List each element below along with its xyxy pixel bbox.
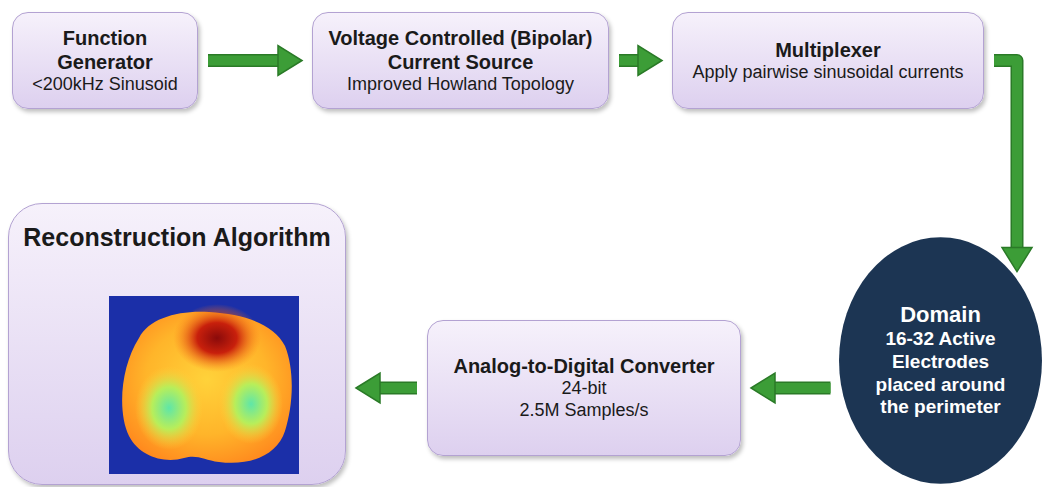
reconstruction-image (109, 296, 299, 474)
flow-arrow (619, 46, 662, 76)
node-title: Analog-to-Digital Converter (453, 354, 714, 378)
domain-ellipse: Domain16-32 Active Electrodes placed aro… (838, 236, 1043, 485)
node-title: Function Generator (23, 26, 187, 74)
process-box: Function Generator<200kHz Sinusoid (12, 12, 198, 109)
flow-arrow (208, 46, 302, 76)
output-box: Reconstruction Algorithm (8, 203, 346, 485)
node-title: Reconstruction Algorithm (23, 222, 330, 252)
process-box: MultiplexerApply pairwise sinusoidal cur… (672, 12, 984, 109)
process-box: Analog-to-Digital Converter24-bit2.5M Sa… (427, 320, 741, 456)
node-detail: 24-bit (561, 378, 606, 400)
node-title: Multiplexer (775, 38, 881, 62)
node-title: Voltage Controlled (Bipolar) Current Sou… (323, 26, 598, 74)
flow-arrow (356, 373, 417, 403)
node-detail: 2.5M Samples/s (519, 400, 648, 422)
node-detail: Apply pairwise sinusoidal currents (692, 62, 963, 84)
flow-arrow (994, 61, 1032, 272)
process-box: Voltage Controlled (Bipolar) Current Sou… (312, 12, 609, 109)
flow-arrow (751, 373, 831, 403)
node-detail: 16-32 Active Electrodes placed around th… (868, 328, 1013, 419)
node-detail: Improved Howland Topology (347, 74, 574, 96)
node-title: Domain (900, 302, 981, 328)
node-detail: <200kHz Sinusoid (32, 74, 178, 96)
